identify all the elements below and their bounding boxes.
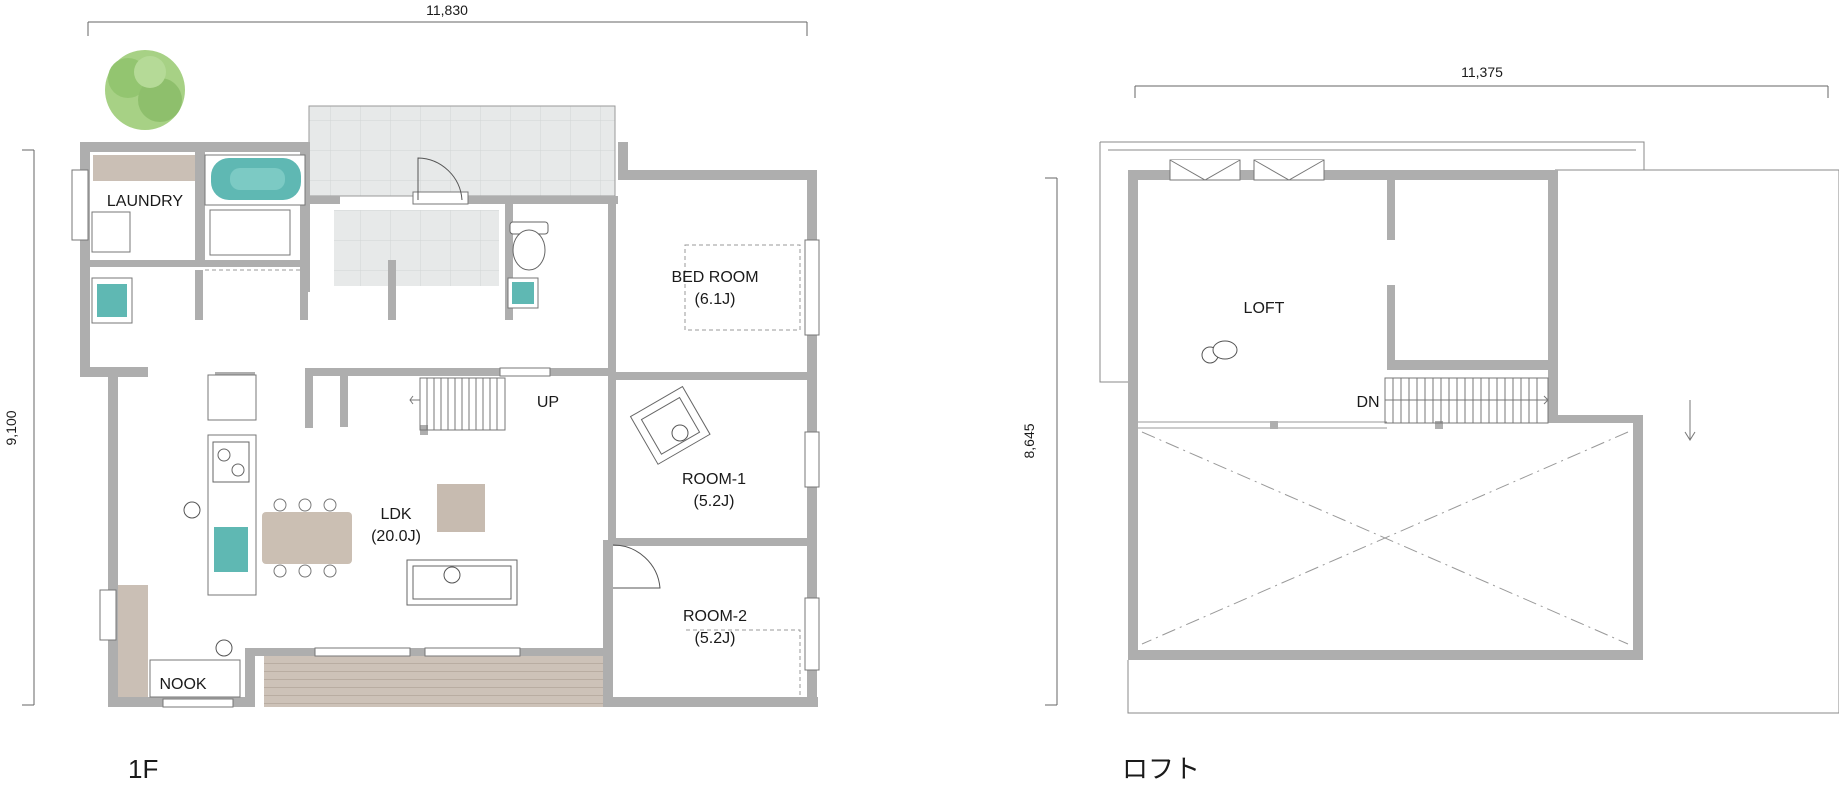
entrance-tile-area (334, 210, 499, 286)
height-dimension-1f-label: 9,100 (3, 410, 19, 445)
kitchen-sink-icon (214, 527, 248, 572)
skylights (1169, 159, 1325, 181)
staircase-loft (1384, 377, 1549, 424)
laundry-label: LAUNDRY (107, 193, 184, 210)
wood-deck (264, 655, 604, 707)
width-dimension-1f-label: 11,830 (426, 2, 468, 18)
nook-counter (118, 585, 148, 700)
entrance-door (417, 157, 463, 201)
washer-icon (91, 209, 291, 256)
stove-icon (212, 441, 250, 483)
width-dimension-1f (87, 21, 808, 36)
dining-table-icon (262, 498, 352, 578)
nook-label: NOOK (159, 676, 206, 693)
floor-label-1f: 1F (128, 754, 158, 784)
roof-outline (1099, 141, 1839, 714)
bedroom-size: (6.1J) (695, 291, 736, 308)
width-dimension-loft-label: 11,375 (1461, 64, 1503, 80)
closets-1f (205, 244, 801, 695)
armchair-icon (629, 385, 711, 465)
floor-label-loft: ロフト (1122, 754, 1200, 784)
ldk-label: LDK (380, 506, 411, 523)
walls-loft (1128, 170, 1643, 660)
staircase-1f (409, 377, 506, 431)
arrow-down-icon (1684, 400, 1696, 441)
room1-label: ROOM-1 (682, 471, 746, 488)
ldk-size: (20.0J) (371, 528, 421, 545)
windows-1f (71, 169, 820, 708)
width-dimension-loft (1134, 85, 1829, 98)
bathtub-icon (204, 154, 306, 206)
height-dimension-loft-label: 8,645 (1021, 423, 1037, 458)
stair-up-label: UP (537, 394, 559, 411)
room2-size: (5.2J) (695, 630, 736, 647)
room1-size: (5.2J) (694, 493, 735, 510)
stair-down-label: DN (1356, 394, 1379, 411)
terrace-tile-area (308, 105, 616, 197)
person-icon (183, 424, 689, 657)
height-dimension-loft (1045, 177, 1058, 706)
sofa-icon (406, 559, 518, 606)
tree-icon (105, 50, 185, 130)
room2-label: ROOM-2 (683, 608, 747, 625)
laundry-counter (93, 155, 195, 181)
person-icon (1201, 340, 1238, 364)
loft-floor-plan: 11,375 8,645 (1021, 64, 1839, 784)
wc-sink-icon (507, 277, 539, 309)
bedroom-label: BED ROOM (671, 269, 758, 286)
side-table (437, 484, 485, 532)
height-dimension-1f (22, 149, 35, 706)
toilet-icon (509, 221, 549, 271)
loft-railing (1138, 421, 1443, 429)
room2-door (612, 544, 661, 589)
sink-icon (91, 277, 133, 324)
kitchen-counter (207, 374, 257, 596)
walls-1f (80, 142, 818, 707)
first-floor-plan: 11,830 9,100 (3, 2, 820, 784)
loft-label: LOFT (1244, 300, 1285, 317)
void-area (1141, 431, 1629, 645)
nook-window (149, 659, 241, 698)
